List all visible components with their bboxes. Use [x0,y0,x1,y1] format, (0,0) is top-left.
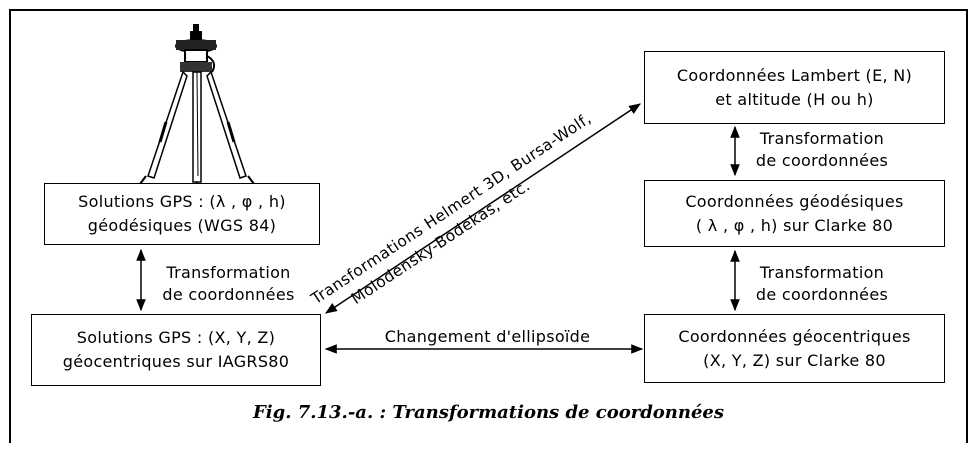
figure-caption: Fig. 7.13.-a. : Transformations de coord… [252,402,725,423]
box-lambert: Coordonnées Lambert (E, N) et altitude (… [644,51,945,124]
box-gps-geocentric-line1: Solutions GPS : (X, Y, Z) [76,328,276,347]
label-right-lower-line1: Transformation [759,263,885,282]
box-clarke-geodetic: Coordonnées géodésiques ( λ , φ , h) sur… [644,180,945,247]
box-lambert-line1: Coordonnées Lambert (E, N) [676,65,913,85]
box-clarke-geocentric-line2: (X, Y, Z) sur Clarke 80 [703,350,886,370]
label-right-upper-line1: Transformation [759,129,885,148]
label-right-upper-line2: de coordonnées [755,151,889,170]
diagonal-arrow [325,103,641,314]
label-left-transform-line1: Transformation [166,263,291,282]
box-gps-geodetic-line1: Solutions GPS : (λ , φ , h) [78,192,286,211]
box-clarke-geodetic-line1: Coordonnées géodésiques [685,191,904,211]
label-right-lower-line2: de coordonnées [755,285,889,304]
label-ellipsoid-change: Changement d'ellipsoïde [384,327,591,346]
box-gps-geocentric: Solutions GPS : (X, Y, Z) géocentriques … [31,314,321,386]
label-right-lower-transform: Transformation de coordonnées [742,262,902,306]
label-left-transform: Transformation de coordonnées [146,262,311,306]
box-clarke-geodetic-line2: ( λ , φ , h) sur Clarke 80 [695,215,894,235]
box-gps-geodetic: Solutions GPS : (λ , φ , h) géodésiques … [44,183,320,245]
box-gps-geocentric-line2: géocentriques sur IAGRS80 [62,352,290,371]
box-lambert-line2: et altitude (H ou h) [715,89,874,109]
box-gps-geodetic-line2: géodésiques (WGS 84) [87,216,277,235]
box-clarke-geocentric-line1: Coordonnées géocentriques [678,326,911,346]
box-clarke-geocentric: Coordonnées géocentriques (X, Y, Z) sur … [644,314,945,383]
label-left-transform-line2: de coordonnées [162,285,295,304]
label-right-upper-transform: Transformation de coordonnées [742,128,902,172]
figure-frame [9,9,968,443]
